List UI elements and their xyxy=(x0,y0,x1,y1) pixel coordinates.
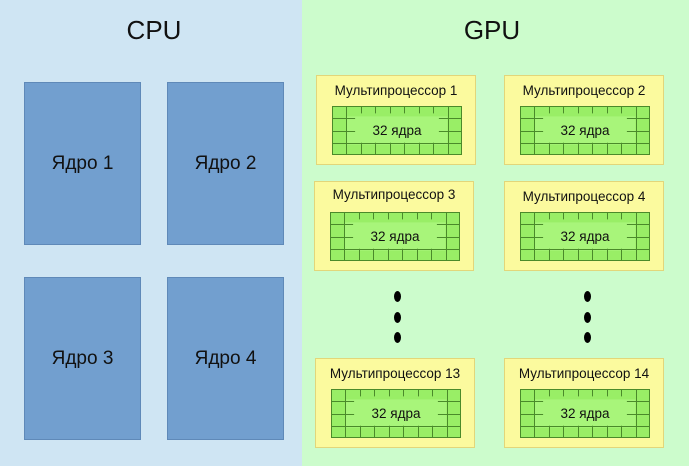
multiprocessor-1: Мультипроцессор 1 32 ядра xyxy=(316,75,476,165)
grid-inner xyxy=(534,116,636,145)
multiprocessor-2: Мультипроцессор 2 32 ядра xyxy=(504,75,664,165)
multiprocessor-label: Мультипроцессор 14 xyxy=(518,366,650,381)
multiprocessor-14: Мультипроцессор 14 32 ядра xyxy=(504,358,664,448)
core-count-label: 32 ядра xyxy=(371,406,421,421)
core-count-label: 32 ядра xyxy=(560,229,610,244)
core-count-label: 32 ядра xyxy=(370,229,420,244)
multiprocessor-label: Мультипроцессор 2 xyxy=(522,83,646,98)
grid-inner xyxy=(534,222,636,251)
grid-inner xyxy=(345,399,447,428)
core-count-label: 32 ядра xyxy=(560,123,610,138)
core-grid: 32 ядра xyxy=(332,106,462,155)
ellipsis-dot xyxy=(394,332,401,343)
multiprocessor-13: Мультипроцессор 13 32 ядра xyxy=(315,358,475,448)
multiprocessor-label: Мультипроцессор 13 xyxy=(329,366,461,381)
core-count-label: 32 ядра xyxy=(560,406,610,421)
ellipsis-dot xyxy=(394,312,401,323)
multiprocessor-label: Мультипроцессор 1 xyxy=(334,83,458,98)
multiprocessor-4: Мультипроцессор 4 32 ядра xyxy=(504,181,664,271)
cpu-core-2: Ядро 2 xyxy=(167,82,284,245)
cpu-title: CPU xyxy=(126,15,182,45)
grid-inner xyxy=(344,222,446,251)
ellipsis-dot xyxy=(584,312,591,323)
cpu-core-3: Ядро 3 xyxy=(24,277,141,440)
gpu-title: GPU xyxy=(463,15,521,45)
ellipsis-dot xyxy=(584,291,591,302)
grid-inner xyxy=(534,399,636,428)
core-count-label: 32 ядра xyxy=(372,123,422,138)
core-grid: 32 ядра xyxy=(330,212,460,261)
core-grid: 32 ядра xyxy=(331,389,461,438)
cpu-core-1: Ядро 1 xyxy=(24,82,141,245)
core-grid: 32 ядра xyxy=(520,106,650,155)
multiprocessor-label: Мультипроцессор 4 xyxy=(522,189,646,204)
ellipsis-dot xyxy=(584,332,591,343)
core-grid: 32 ядра xyxy=(520,212,650,261)
multiprocessor-3: Мультипроцессор 3 32 ядра xyxy=(314,181,474,271)
multiprocessor-label: Мультипроцессор 3 xyxy=(332,187,456,202)
ellipsis-dot xyxy=(394,291,401,302)
core-grid: 32 ядра xyxy=(520,389,650,438)
cpu-core-4: Ядро 4 xyxy=(167,277,284,440)
grid-inner xyxy=(346,116,448,145)
